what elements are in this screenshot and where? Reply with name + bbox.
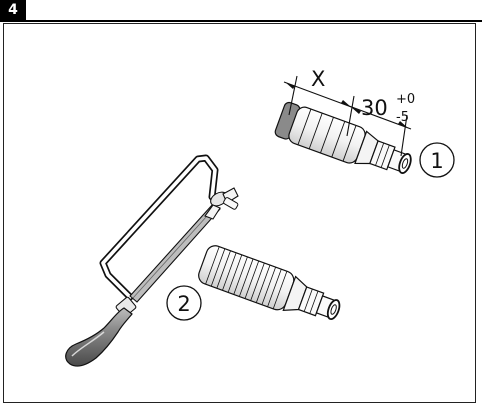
dimension-tolerance-lower: -5 [396,110,409,125]
dimension-x-label: X [311,67,325,91]
illustration-frame [3,23,476,403]
dimension-cut-length-value: 30 [361,96,388,120]
callout-2: 2 [166,285,202,321]
svg-text:2: 2 [177,292,190,316]
hacksaw [65,154,239,367]
svg-text:1: 1 [430,149,443,173]
step-number-badge: 4 [0,0,26,20]
connector-upper [274,101,412,174]
dimension-arrowheads [285,82,408,128]
callout-1: 1 [419,142,455,178]
connector-upper-cable-end [398,153,412,174]
connector-lower [198,245,341,320]
header-rule [0,20,482,22]
hacksaw-handle [65,307,133,367]
connector-lower-cable-end [326,299,341,320]
dimension-lines [283,75,412,157]
wing-nut [204,187,239,220]
dimension-tolerance-upper: +0 [396,92,415,107]
